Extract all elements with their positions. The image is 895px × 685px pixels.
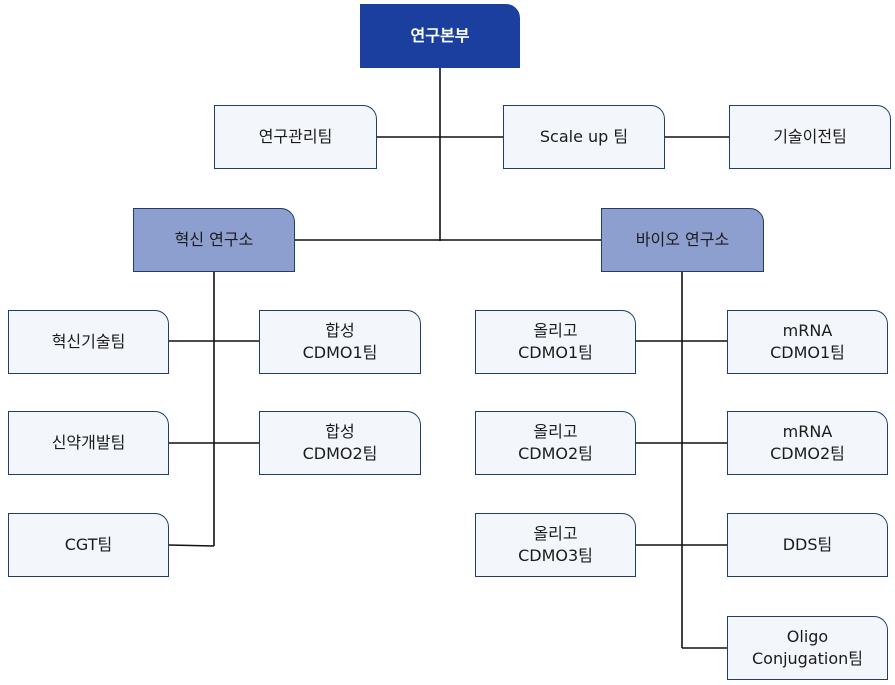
research-management-node: 연구관리팀 — [214, 105, 377, 169]
oligo-cdmo2-team-node: 올리고 CDMO2팀 — [475, 411, 636, 475]
dds-team-node: DDS팀 — [727, 513, 888, 577]
synthesis-cdmo1-team-node: 합성 CDMO1팀 — [259, 310, 421, 374]
cgt-team-node: CGT팀 — [8, 513, 169, 577]
bio-lab-node: 바이오 연구소 — [601, 208, 764, 272]
oligo-cdmo3-team-node: 올리고 CDMO3팀 — [475, 513, 636, 577]
drug-dev-team-node: 신약개발팀 — [8, 411, 169, 475]
innovation-tech-team-node: 혁신기술팀 — [8, 310, 169, 374]
innovation-lab-node: 혁신 연구소 — [133, 208, 295, 272]
mrna-cdmo1-team-node: mRNA CDMO1팀 — [727, 310, 888, 374]
tech-transfer-node: 기술이전팀 — [729, 105, 891, 169]
root-node: 연구본부 — [360, 4, 520, 68]
oligo-cdmo1-team-node: 올리고 CDMO1팀 — [475, 310, 636, 374]
innovation-row3-line — [168, 544, 215, 547]
synthesis-cdmo2-team-node: 합성 CDMO2팀 — [259, 411, 421, 475]
oligo-conjugation-team-node: Oligo Conjugation팀 — [727, 616, 888, 680]
scale-up-node: Scale up 팀 — [503, 105, 665, 169]
mrna-cdmo2-team-node: mRNA CDMO2팀 — [727, 411, 888, 475]
